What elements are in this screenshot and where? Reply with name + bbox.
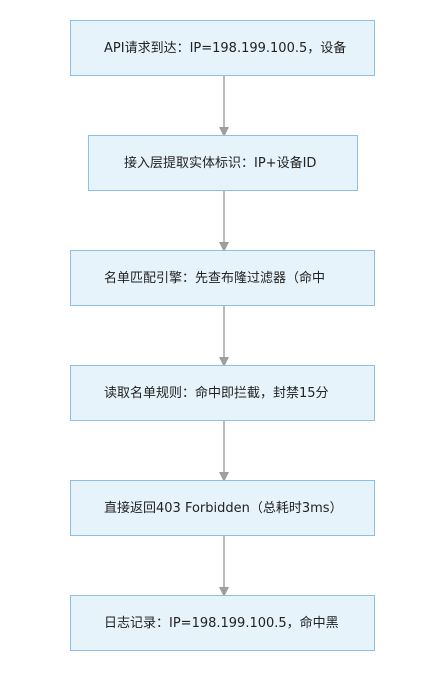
flow-node-match-engine: 名单匹配引擎：先查布隆过滤器（命中 [70, 250, 375, 306]
flow-node-read-rules: 读取名单规则：命中即拦截，封禁15分 [70, 365, 375, 421]
flow-node-label: 日志记录：IP=198.199.100.5，命中黑 [104, 616, 339, 631]
flow-node-log-record: 日志记录：IP=198.199.100.5，命中黑 [70, 595, 375, 651]
flow-node-label: 读取名单规则：命中即拦截，封禁15分 [104, 386, 329, 401]
flow-node-label: 接入层提取实体标识：IP+设备ID [124, 156, 317, 171]
flow-node-api-request: API请求到达：IP=198.199.100.5，设备 [70, 20, 375, 76]
flow-node-return-403: 直接返回403 Forbidden（总耗时3ms） [70, 480, 375, 536]
flow-node-extract-identity: 接入层提取实体标识：IP+设备ID [88, 135, 358, 191]
flow-node-label: API请求到达：IP=198.199.100.5，设备 [104, 41, 347, 56]
flow-node-label: 直接返回403 Forbidden（总耗时3ms） [104, 501, 343, 516]
flow-node-label: 名单匹配引擎：先查布隆过滤器（命中 [104, 271, 326, 286]
